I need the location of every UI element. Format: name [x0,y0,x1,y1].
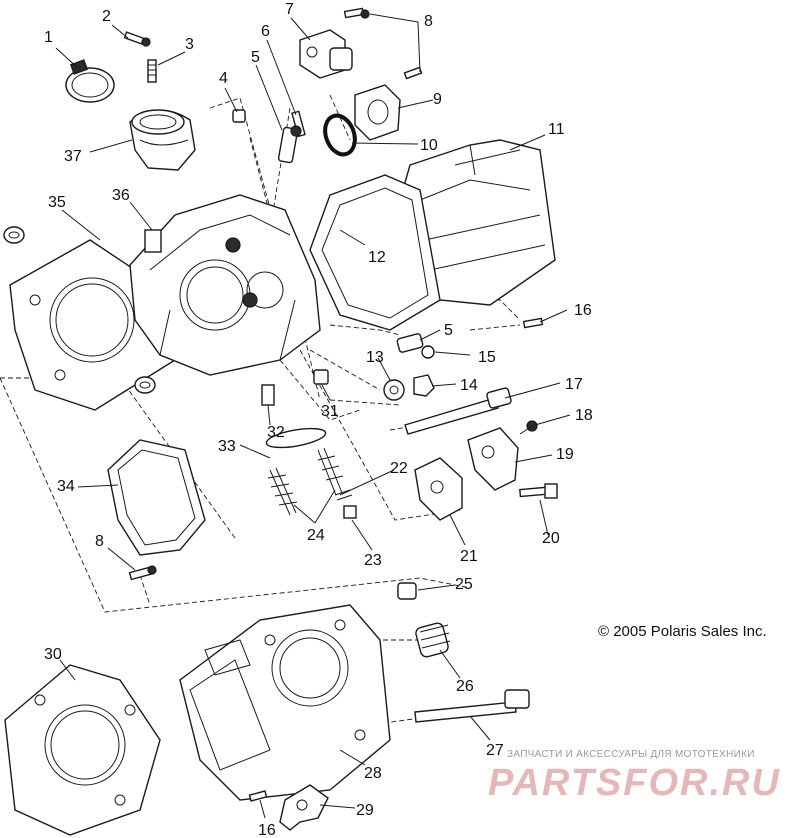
copyright-notice: © 2005 Polaris Sales Inc. [598,623,767,640]
callout-33: 33 [218,438,236,455]
part-15-nut [421,345,435,359]
callout-17: 17 [565,376,583,393]
callout-24: 24 [307,527,325,544]
callout-35: 35 [48,194,66,211]
part-5-lower-pin [396,333,424,353]
callout-7: 7 [285,1,294,18]
callout-14: 14 [460,377,478,394]
part-25-dowel [397,582,417,600]
part-22-keeper [334,489,353,501]
callout-29: 29 [356,802,374,819]
part-9-thermostat-housing [354,84,401,141]
part-12-cover-gasket [309,174,441,331]
part-26-spring [415,622,451,658]
part-10-o-ring [323,113,357,157]
callout-23: 23 [364,552,382,569]
callout-30: 30 [44,646,62,663]
callout-20: 20 [542,530,560,547]
callout-27: 27 [486,742,504,759]
callout-18: 18 [575,407,593,424]
part-19-rocker-arm [467,427,519,491]
callout-25: 25 [455,576,473,593]
callout-37: 37 [64,148,82,165]
part-37-intake-boot [129,109,196,171]
callout-numbers: 1 2 3 4 5 6 7 8 9 10 11 12 5 15 13 14 17… [44,1,593,838]
part-32-plug [261,384,275,406]
part-21-rocker-arm [414,457,463,521]
part-34-gasket [107,439,206,556]
callout-4: 4 [219,70,228,87]
callout-28: 28 [364,765,382,782]
part-28-cylinder [179,604,391,801]
callout-6: 6 [261,23,270,40]
callout-15: 15 [478,349,496,366]
part-8-bolt-bottom [128,565,157,581]
callout-32: 32 [267,424,285,441]
part-24-valve-springs [267,447,344,516]
callout-26: 26 [456,678,474,695]
callout-5: 5 [251,49,260,66]
callout-16-lower: 16 [258,822,276,838]
watermark-tagline: ЗАПЧАСТИ И АКСЕССУАРЫ ДЛЯ МОТОТЕХНИКИ [507,749,755,760]
callout-31: 31 [321,403,339,420]
part-17-head-bolt [404,387,512,435]
part-1-hose-clamp [65,59,115,103]
part-7-water-elbow [299,29,353,79]
callout-leader-lines [55,13,571,819]
callout-2: 2 [102,8,111,25]
part-8-bolt-lower [403,66,423,80]
callout-21: 21 [460,548,478,565]
part-31-dowel [313,369,329,385]
part-29-elbow [279,784,329,831]
part-16-bolt-lower [248,790,268,802]
callout-9: 9 [433,91,442,108]
callout-3: 3 [185,36,194,53]
callout-1: 1 [44,29,53,46]
part-36-plug [144,229,162,253]
part-8-bolt-upper [343,7,370,19]
part-27-long-bolt [414,689,530,723]
part-4-dowel [232,109,246,123]
part-20-bolt [519,483,558,499]
callout-8: 8 [424,13,433,30]
callout-10: 10 [420,137,438,154]
part-18-screw [519,420,538,435]
callout-16-upper: 16 [574,302,592,319]
callout-5-lower: 5 [444,322,453,339]
watermark-logo: PARTSFOR.RU [488,762,781,804]
callout-34: 34 [57,478,75,495]
part-16-bolt-upper [522,317,544,329]
part-33-shim [265,427,327,449]
callout-12: 12 [368,249,386,266]
callout-11: 11 [548,121,565,138]
part-11-valve-cover [399,139,556,306]
part-13-washer [383,379,405,401]
part-23-adjuster [343,505,357,519]
callout-22: 22 [390,460,408,477]
part-6-screw [290,110,306,138]
callout-19: 19 [556,446,574,463]
part-cylinder-head [129,194,321,376]
part-seal-left [3,226,25,244]
part-14-nut [413,374,435,397]
part-2-screw [123,31,151,47]
part-3-stud [147,59,157,83]
part-seal-small [134,376,156,394]
callout-8-lower: 8 [95,533,104,550]
part-5-pin [277,126,299,164]
callout-13: 13 [366,349,384,366]
callout-36: 36 [112,187,130,204]
part-30-base-gasket [4,664,161,836]
